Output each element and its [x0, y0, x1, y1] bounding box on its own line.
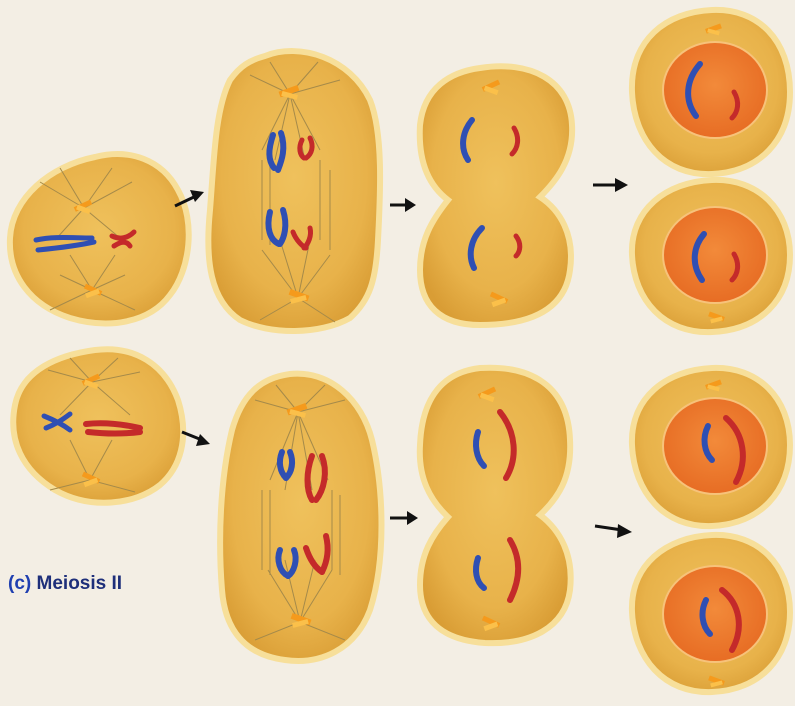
cell-row1-telophase-top [632, 10, 790, 174]
cell-row1-telophase-bottom [632, 180, 790, 332]
cell-membrane [420, 66, 572, 325]
nucleus [663, 398, 767, 494]
cell-row2-metaphase [220, 374, 381, 661]
cell-row2-anaphase [420, 368, 571, 643]
caption-label: (c) [8, 573, 31, 594]
figure-caption: (c) Meiosis II [8, 573, 122, 595]
arrow [390, 511, 418, 525]
nucleus [663, 566, 767, 662]
arrow [390, 198, 416, 212]
cell-row1-anaphase [420, 66, 572, 325]
arrow [595, 524, 632, 538]
nucleus [663, 42, 767, 138]
caption-title: Meiosis II [37, 573, 123, 594]
cell-row1-prophase [10, 154, 189, 323]
cell-row1-metaphase [208, 51, 380, 331]
cell-row2-telophase-bottom [632, 535, 790, 692]
cell-row2-prophase [13, 349, 183, 502]
arrow [593, 178, 628, 192]
nucleus [663, 207, 767, 303]
cell-membrane [420, 368, 571, 643]
arrow [182, 432, 210, 446]
cell-row2-telophase-top [632, 368, 790, 526]
